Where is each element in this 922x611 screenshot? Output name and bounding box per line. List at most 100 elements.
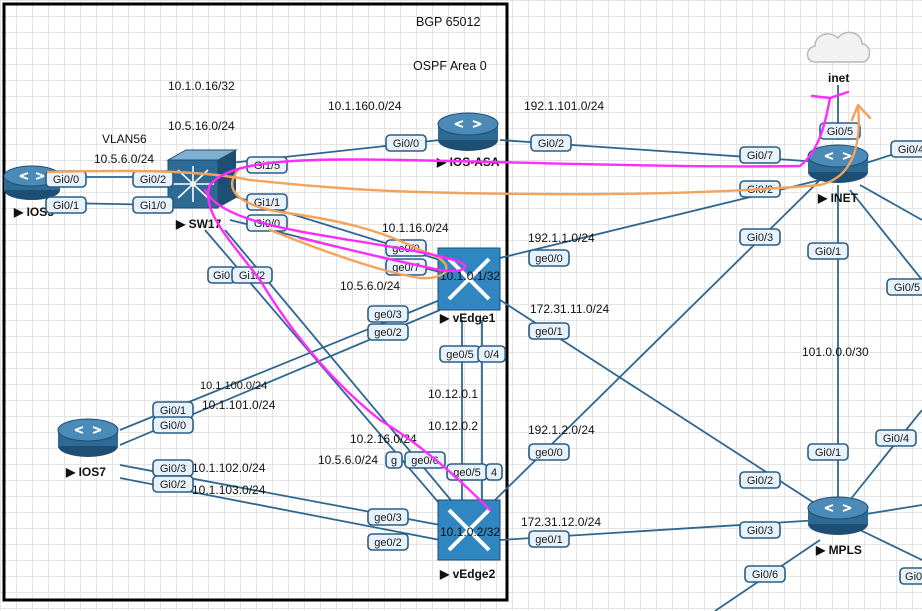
link-mpls-right-a (849, 409, 922, 501)
interface-badge-ve1-ge04: 0/4 (477, 345, 507, 363)
ospf-label: OSPF Area 0 (413, 59, 487, 73)
interface-badge-mpls-gi04: Gi0/4 (875, 429, 917, 447)
interface-badge-box (477, 345, 507, 363)
label-mpls: ▶ MPLS (815, 543, 862, 557)
interface-badge-box (899, 567, 922, 585)
bgp-zone-border (2, 2, 509, 602)
device-labels: ▶ IOS5 ▶ SW17 ▶ IOS-ASA ▶ vEdge1 ▶ vEdge… (13, 71, 862, 581)
interface-badge-ios5-gi01: Gi0/1 (45, 196, 87, 214)
interface-badge-box (152, 475, 194, 493)
net-label: 192.1.1.0/24 (528, 231, 595, 245)
net-label: 10.5.6.0/24 (94, 152, 154, 166)
bgp-label: BGP 65012 (416, 15, 480, 29)
interface-badge-mpls-gi02: Gi0/2 (739, 471, 781, 489)
interface-badge-label: ge0/6 (411, 455, 439, 467)
net-label: 10.1.102.0/24 (192, 461, 266, 475)
interface-badge-ios7-gi00: Gi0/0 (152, 416, 194, 434)
interface-badge-label: 0/4 (484, 349, 499, 361)
interface-badge-box (385, 451, 403, 469)
interface-badge-label: ge0/3 (374, 309, 402, 321)
router-ios-asa[interactable] (437, 112, 499, 151)
label-ios5: ▶ IOS5 (13, 205, 54, 219)
link-mpls-right-b (859, 504, 922, 516)
interface-badge-asa-gi00: Gi0/0 (385, 134, 427, 152)
router-arrows-icon (74, 426, 102, 434)
interface-badge-label: Gi0/0 (160, 420, 186, 432)
label-vedge2: ▶ vEdge2 (439, 567, 496, 581)
interface-badge-ve2-ge00: ge0/0 (528, 443, 570, 461)
interface-badge-label: Gi0/4 (883, 433, 909, 445)
interface-badge-label: ge0/1 (535, 326, 563, 338)
interface-badge-box (367, 533, 409, 551)
router-inet[interactable] (807, 144, 869, 183)
network-labels: 10.1.0.16/32 10.5.16.0/24 10.1.160.0/24 … (94, 79, 869, 539)
net-label: 172.31.12.0/24 (521, 515, 601, 529)
interface-badge-label: ge0/5 (453, 467, 481, 479)
interface-badge-label: Gi0/1 (815, 447, 841, 459)
router-arrows-icon (824, 152, 852, 160)
interface-badge-mpls-gi06: Gi0/6 (744, 565, 786, 583)
net-label: VLAN56 (102, 132, 147, 146)
interface-badge-label: Gi0/3 (160, 463, 186, 475)
switch-sw17[interactable] (166, 149, 238, 209)
interface-badge-label: Gi0/2 (160, 479, 186, 491)
interface-badge-label: Gi0 (213, 270, 230, 282)
interface-badge-ios7-gi02: Gi0/2 (152, 475, 194, 493)
magenta-path-annotation (203, 90, 850, 512)
interface-badge-box (385, 134, 427, 152)
net-label: 10.5.16.0/24 (168, 119, 235, 133)
interface-badge-box (367, 305, 409, 323)
link-mpls-right-c (859, 529, 922, 561)
net-label: 10.12.0.1 (428, 387, 478, 401)
label-cloud: inet (828, 71, 849, 85)
interface-badge-label: g (391, 455, 397, 467)
interface-badge-label: Gi0/1 (160, 405, 186, 417)
label-inet: ▶ INET (817, 191, 859, 205)
net-label: 10.1.0.2/32 (440, 525, 500, 539)
interface-badge-box (886, 278, 922, 296)
interface-badge-box (528, 249, 570, 267)
interface-badge-label: Gi0/3 (747, 232, 773, 244)
link-inet-right-c (849, 189, 922, 281)
interface-badge-ve2-ge06: ge0/6 (404, 451, 446, 469)
interface-badge-box (807, 443, 849, 461)
router-ios7[interactable] (57, 418, 119, 457)
interface-badge-label: Gi0/5 (894, 282, 920, 294)
interface-badge-box (739, 471, 781, 489)
interface-badge-label: Gi0/5 (827, 126, 853, 138)
net-label: 10.1.160.0/24 (328, 99, 402, 113)
interface-badge-ve1-ge05: ge0/5 (439, 345, 481, 363)
interface-badge-sw17-gi02: Gi0/2 (132, 170, 174, 188)
cloud-icon[interactable] (806, 31, 871, 63)
interface-badge-box (530, 134, 572, 152)
interface-badge-box (132, 196, 174, 214)
router-arrows-icon (824, 504, 852, 512)
interface-badge-box (528, 322, 570, 340)
interface-badge-inet-gi03: Gi0/3 (739, 228, 781, 246)
net-label: 10.1.16.0/24 (382, 221, 449, 235)
interface-badge-label: Gi0/6 (752, 569, 778, 581)
interface-badge-inet-gi01: Gi0/1 (807, 242, 849, 260)
interface-badge-box (528, 530, 570, 548)
interface-badge-label: Gi0/2 (538, 138, 564, 150)
interface-badge-mpls-gi01: Gi0/1 (807, 443, 849, 461)
label-ios7: ▶ IOS7 (65, 465, 106, 479)
interface-badge-ve2-g: g (385, 451, 403, 469)
interface-badge-label: Gi0 (905, 571, 922, 583)
interface-badge-label: Gi0/7 (747, 150, 773, 162)
net-label: 10.1.0.1/32 (440, 269, 500, 283)
vedge-x-icon (447, 508, 491, 552)
orange-path-annotation (46, 103, 872, 280)
vedge2-device[interactable] (437, 499, 501, 561)
net-label: 192.1.101.0/24 (524, 99, 604, 113)
interface-badge-box (528, 443, 570, 461)
interface-badge-label: Gi0/2 (747, 475, 773, 487)
interface-badge-label: ge0/2 (374, 327, 402, 339)
router-mpls[interactable] (807, 496, 869, 535)
net-label: 10.1.100.0/24 (200, 380, 267, 392)
interface-badge-ve2-ge01: ge0/1 (528, 530, 570, 548)
interface-badge-label: ge0/2 (374, 537, 402, 549)
interface-badge-label: 4 (491, 467, 497, 479)
interface-badge-label: ge0/0 (535, 253, 563, 265)
interface-badge-label: Gi1/0 (140, 200, 166, 212)
